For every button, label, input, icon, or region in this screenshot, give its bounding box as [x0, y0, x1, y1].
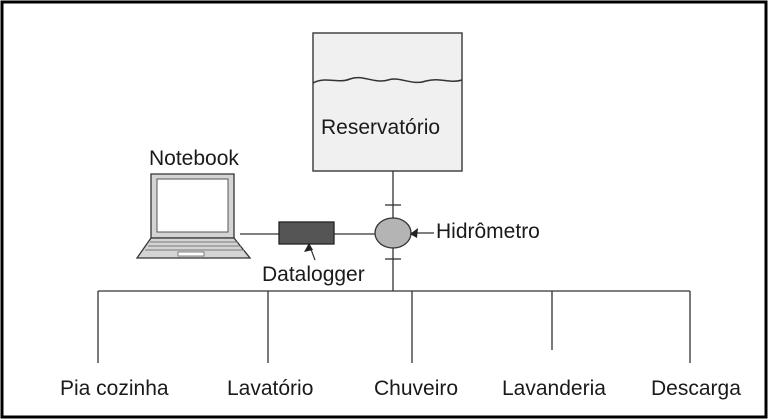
distribution-manifold — [97, 290, 691, 363]
main-pipe — [385, 171, 401, 291]
outlet-label-chuveiro: Chuveiro — [374, 377, 459, 400]
datalogger-label: Datalogger — [262, 263, 365, 286]
reservoir-tank — [312, 32, 463, 172]
reservoir-label: Reservatório — [321, 116, 441, 139]
datalogger-device — [278, 221, 335, 261]
water-meter — [374, 217, 434, 249]
outlet-label-lavatorio: Lavatório — [227, 377, 314, 400]
outlet-label-pia-cozinha: Pia cozinha — [60, 377, 169, 400]
notebook-label: Notebook — [149, 147, 239, 170]
outlet-label-descarga: Descarga — [651, 377, 741, 400]
notebook-laptop — [135, 173, 252, 259]
water-surface — [312, 76, 463, 84]
outlet-label-lavanderia: Lavanderia — [502, 377, 606, 400]
meter-label: Hidrômetro — [436, 220, 540, 243]
